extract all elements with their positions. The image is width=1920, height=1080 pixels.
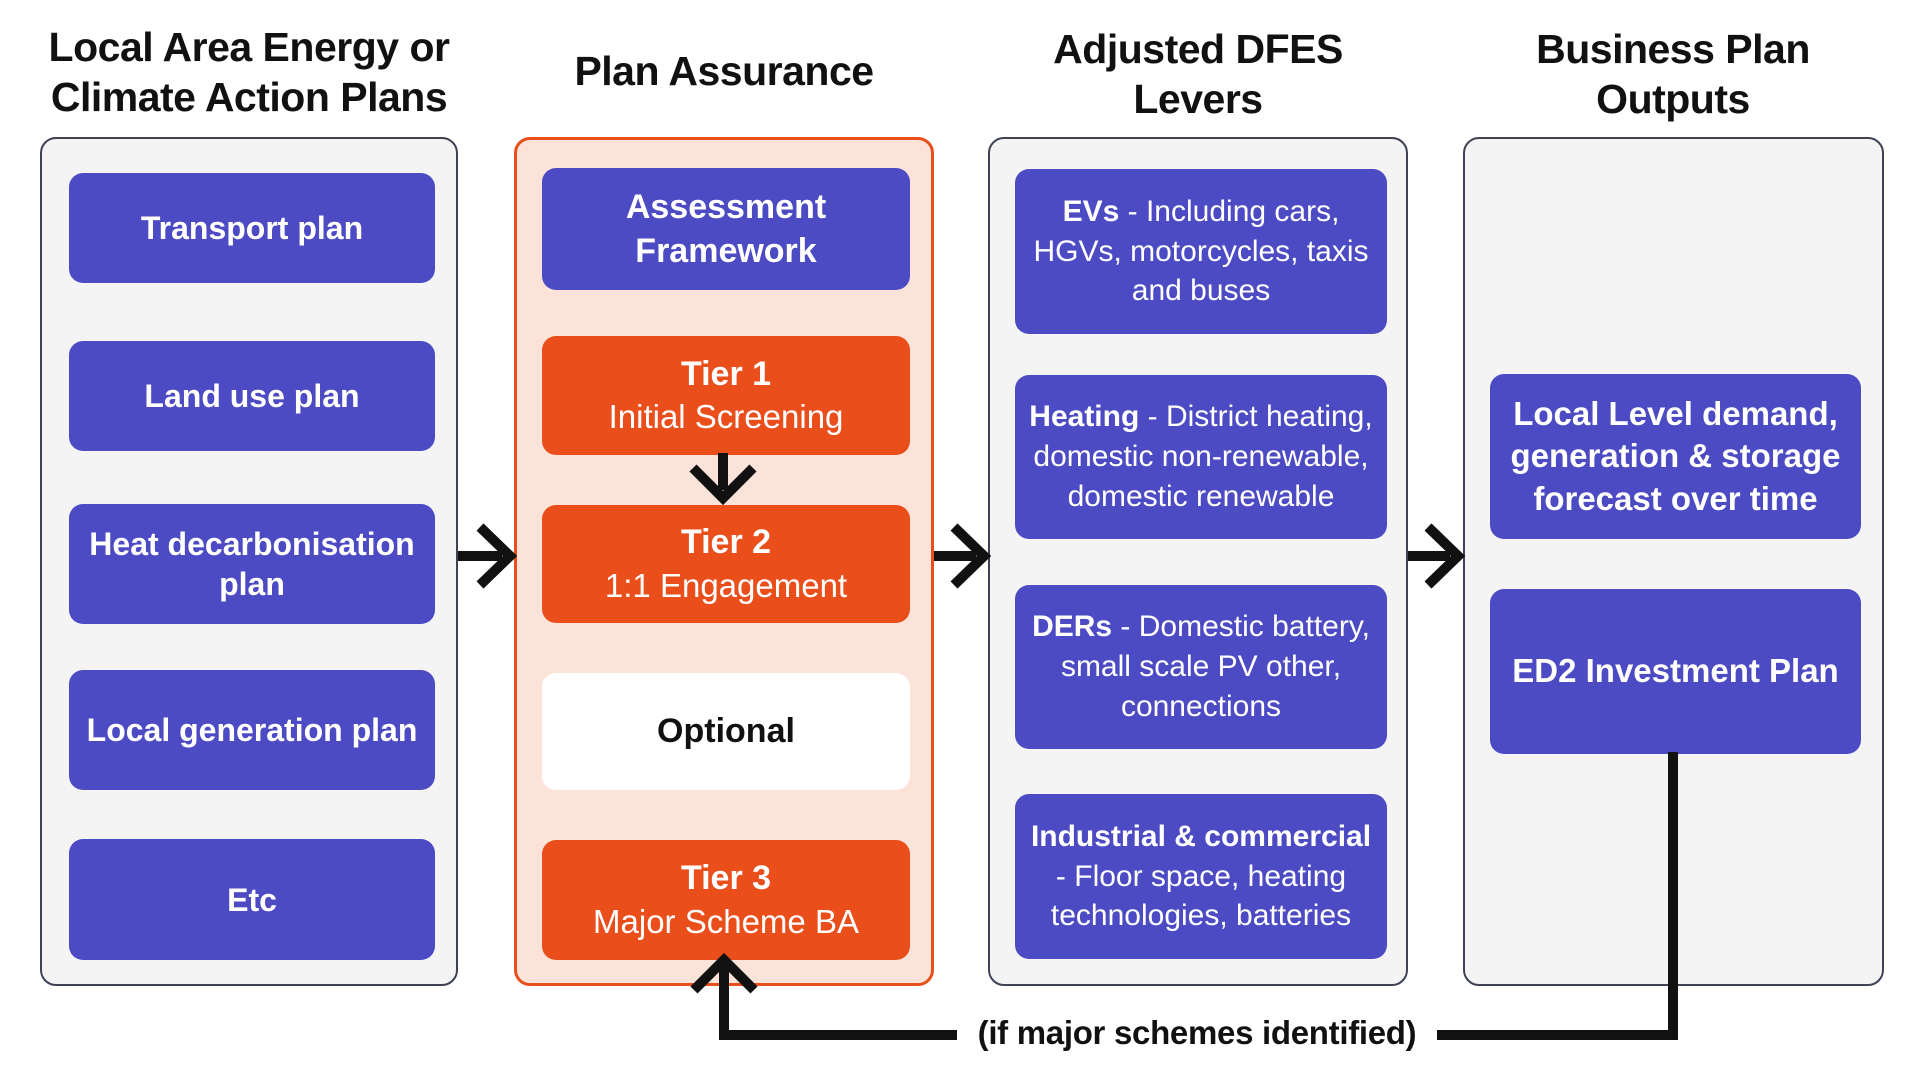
node-industrial-commercial: Industrial & commercial - Floor space, h…	[1015, 794, 1387, 959]
tier-3-subtitle: Major Scheme BA	[593, 902, 859, 940]
plan-assurance-container: Assessment Framework Tier 1 Initial Scre…	[514, 137, 934, 986]
evs-text: EVs - Including cars, HGVs, motorcycles,…	[1033, 194, 1369, 308]
node-tier-3: Tier 3 Major Scheme BA	[542, 840, 910, 960]
tier-1-title: Tier 1	[680, 354, 772, 393]
tier-3-title: Tier 3	[680, 859, 772, 898]
arrow-right-col2-col3	[934, 523, 992, 589]
industrial-commercial-text: Industrial & commercial - Floor space, h…	[1030, 819, 1372, 933]
optional-label: Optional	[657, 712, 795, 751]
node-local-level-forecast: Local Level demand, generation & storage…	[1490, 374, 1861, 539]
arrow-right-col3-col4	[1408, 523, 1466, 589]
node-heat-decarbonisation-plan: Heat decarbonisation plan	[69, 504, 435, 624]
node-assessment-framework: Assessment Framework	[542, 168, 910, 290]
column-header-local-plans: Local Area Energy or Climate Action Plan…	[48, 24, 450, 121]
tier-2-subtitle: 1:1 Engagement	[604, 566, 848, 604]
arrow-right-col1-col2	[458, 523, 518, 589]
node-evs: EVs - Including cars, HGVs, motorcycles,…	[1015, 169, 1387, 334]
node-ed2-investment-plan: ED2 Investment Plan	[1490, 589, 1861, 754]
column-header-adjusted-dfes: Adjusted DFES Levers	[1053, 26, 1343, 123]
tier-1-subtitle: Initial Screening	[608, 398, 844, 436]
column-header-business-plan: Business Plan Outputs	[1536, 26, 1810, 123]
node-heating: Heating - District heating, domestic non…	[1015, 375, 1387, 539]
assessment-framework-label: Assessment Framework	[625, 187, 827, 270]
node-etc: Etc	[69, 839, 435, 960]
feedback-note: (if major schemes identified)	[957, 1010, 1437, 1057]
local-plans-container: Transport plan Land use plan Heat decarb…	[40, 137, 458, 986]
heating-text: Heating - District heating, domestic non…	[1029, 400, 1373, 513]
business-plan-container: Local Level demand, generation & storage…	[1463, 137, 1884, 986]
node-tier-2: Tier 2 1:1 Engagement	[542, 505, 910, 623]
column-header-plan-assurance: Plan Assurance	[574, 48, 874, 94]
node-tier-1: Tier 1 Initial Screening	[542, 336, 910, 455]
node-transport-plan: Transport plan	[69, 173, 435, 283]
tier-2-title: Tier 2	[680, 523, 772, 562]
node-land-use-plan: Land use plan	[69, 341, 435, 451]
node-local-generation-plan: Local generation plan	[69, 670, 435, 790]
adjusted-dfes-container: EVs - Including cars, HGVs, motorcycles,…	[988, 137, 1408, 986]
node-ders: DERs - Domestic battery, small scale PV …	[1015, 585, 1387, 749]
ders-text: DERs - Domestic battery, small scale PV …	[1032, 610, 1370, 723]
node-optional: Optional	[542, 673, 910, 790]
